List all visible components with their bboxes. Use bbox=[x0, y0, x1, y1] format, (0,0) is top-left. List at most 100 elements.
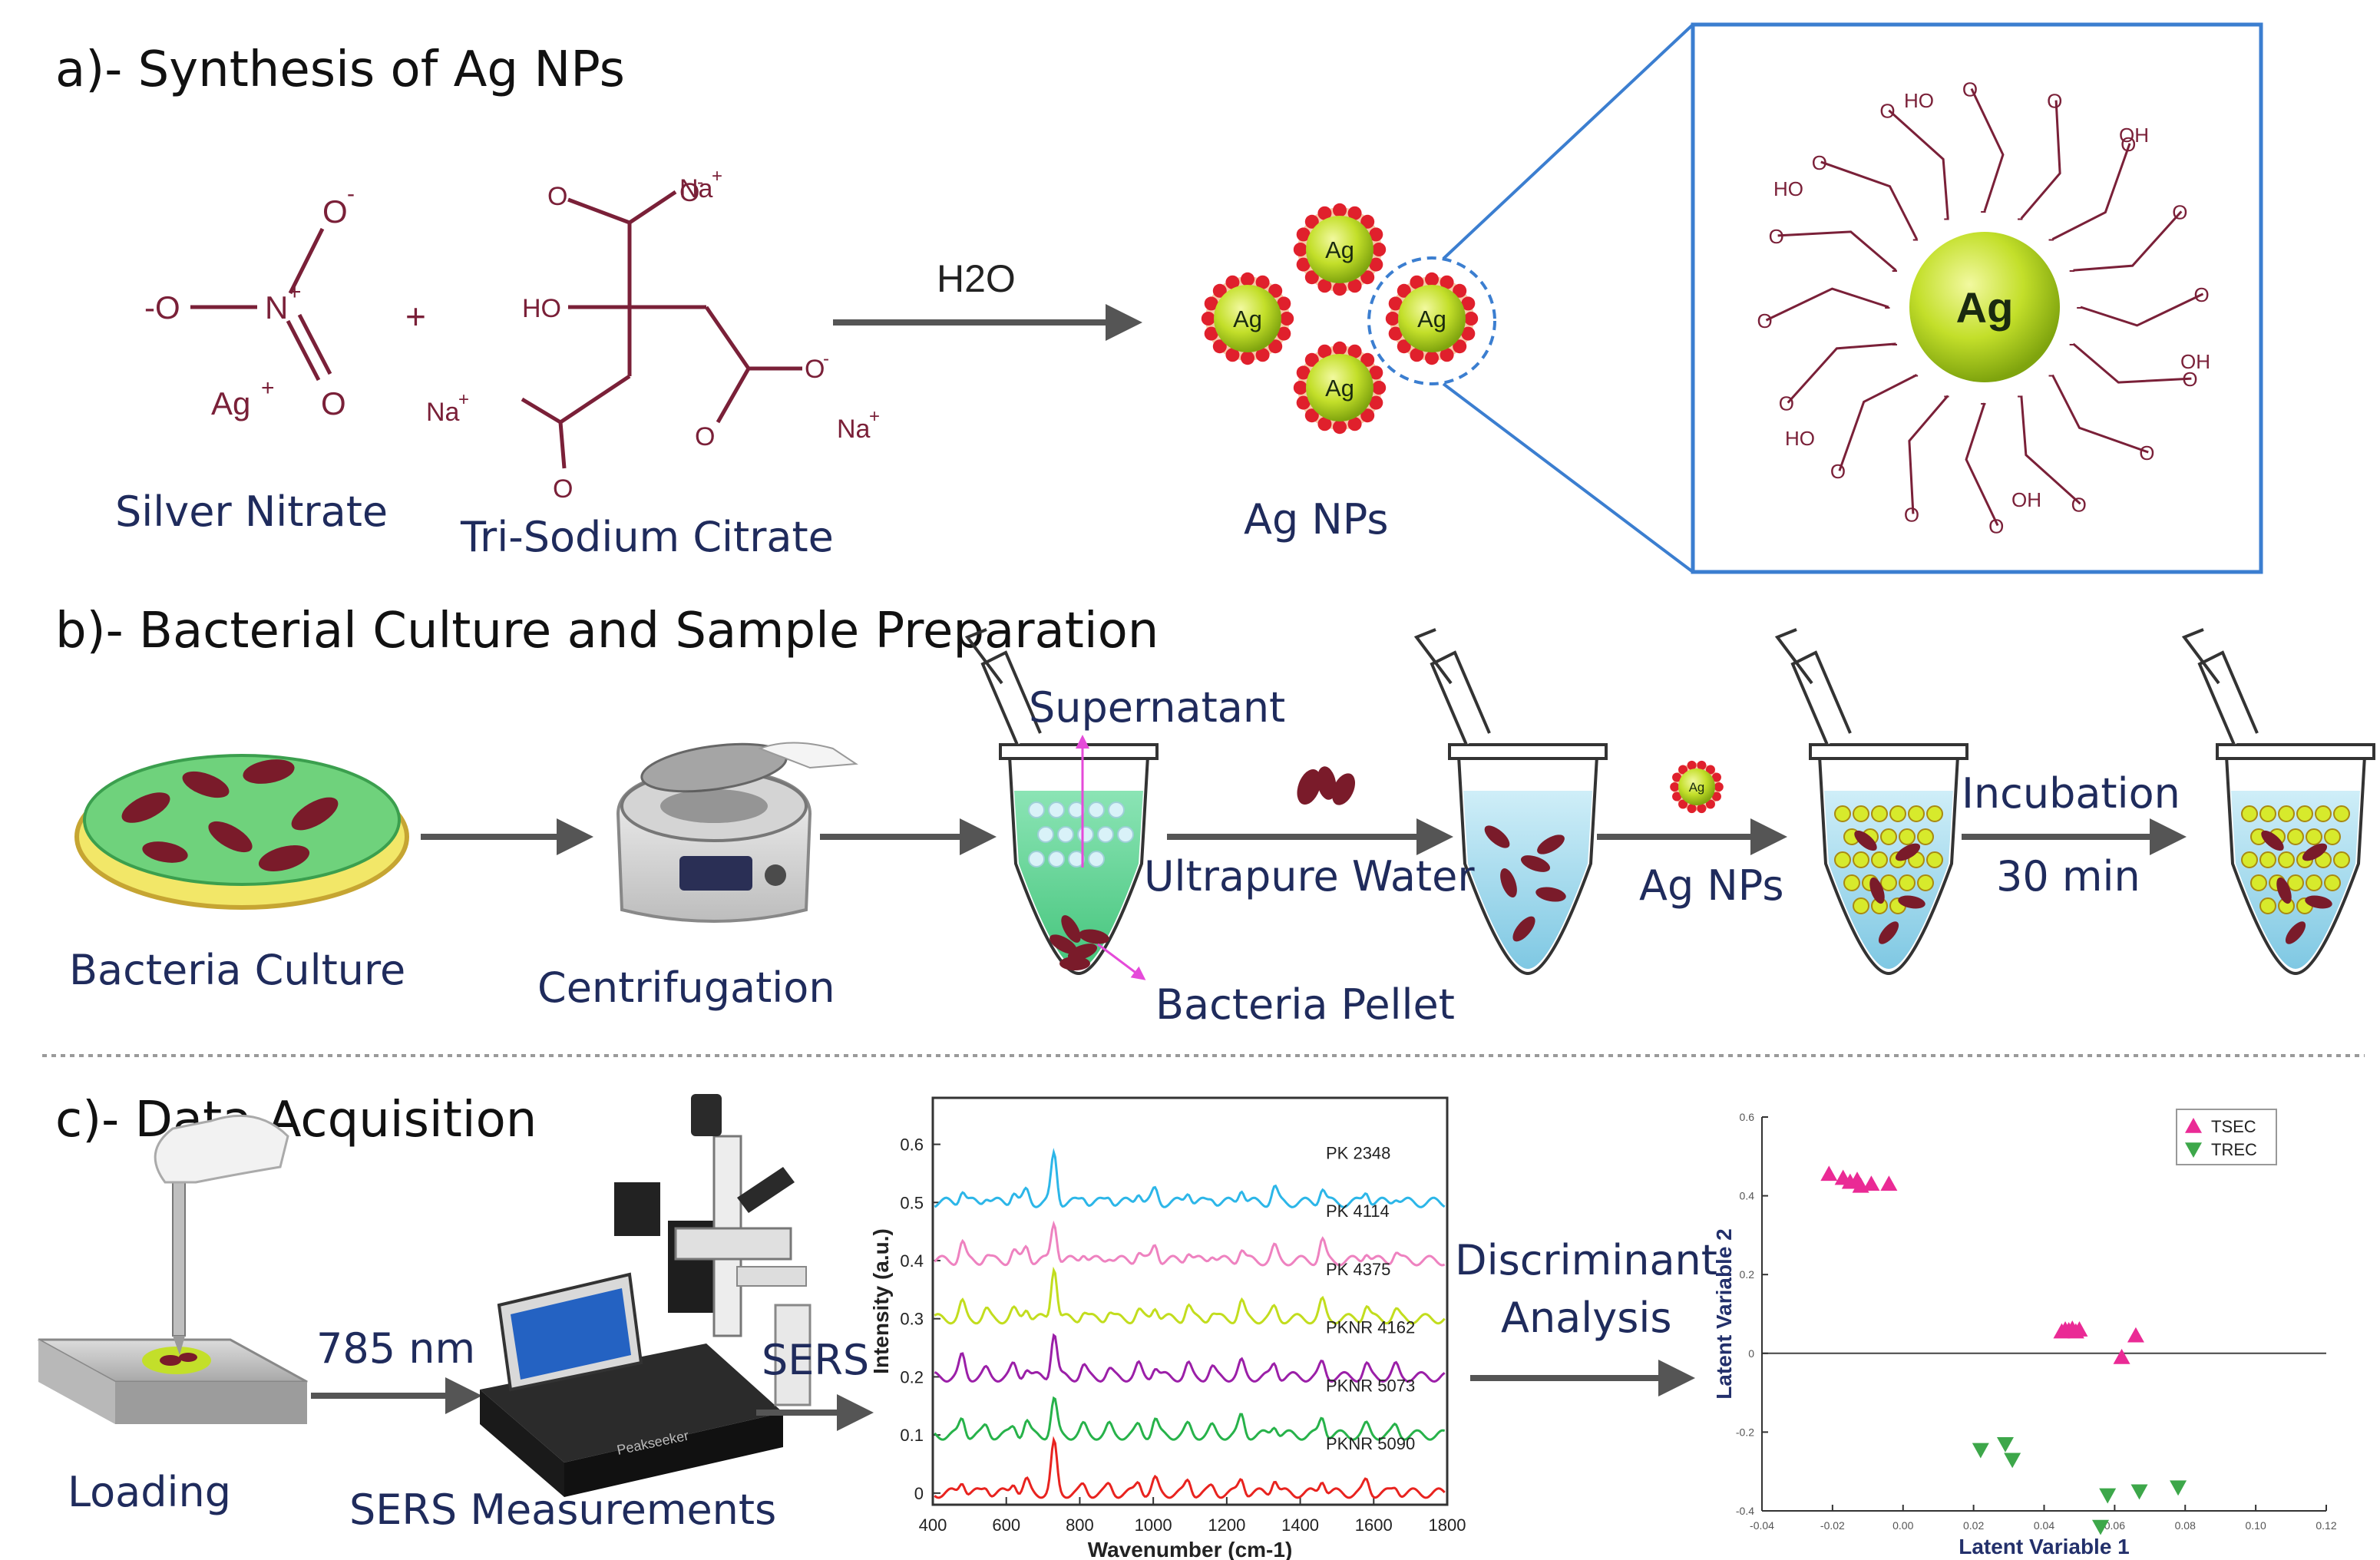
bacterium bbox=[1520, 855, 1551, 872]
nanoparticle-dot bbox=[2324, 828, 2341, 845]
citrate-charge: - bbox=[1943, 383, 1950, 406]
nanoparticle-dot bbox=[1871, 851, 1888, 868]
nanoparticle-dot bbox=[1880, 874, 1897, 891]
x-tick-label: 1200 bbox=[1208, 1515, 1245, 1535]
nanoparticle-dot bbox=[1899, 828, 1916, 845]
citrate-o-3: O bbox=[553, 474, 573, 504]
x-tick-label: 0.02 bbox=[1963, 1519, 1984, 1532]
citrate-na-top-charge: + bbox=[712, 166, 722, 187]
x-tick-label: 600 bbox=[992, 1515, 1020, 1535]
citrate-bond bbox=[2051, 374, 2149, 454]
bacterium bbox=[2261, 830, 2284, 851]
laser-label: 785 nm bbox=[316, 1324, 475, 1373]
agnp-particle: Ag bbox=[1293, 203, 1387, 296]
citrate-bond bbox=[1777, 230, 1897, 272]
citrate-charge: - bbox=[2068, 258, 2075, 281]
loading-label: Loading bbox=[68, 1468, 231, 1516]
zoom-marker-circle bbox=[1367, 256, 1496, 385]
citrate-bond bbox=[1908, 395, 1949, 514]
bead bbox=[1028, 801, 1045, 818]
bacterium bbox=[2276, 877, 2292, 904]
citrate-bond bbox=[1888, 109, 1949, 219]
nitrate-o-top-charge: - bbox=[347, 181, 355, 207]
nanoparticle-dot bbox=[2287, 828, 2304, 845]
x-axis-title: Wavenumber (cm-1) bbox=[1088, 1538, 1293, 1560]
citrate-minus-1: - bbox=[697, 172, 703, 193]
series-label: PKNR 5073 bbox=[1326, 1376, 1415, 1395]
bead bbox=[1037, 826, 1054, 843]
x-tick-label: 400 bbox=[919, 1515, 947, 1535]
agnp-particle: Ag bbox=[1385, 272, 1479, 365]
bead bbox=[1048, 851, 1065, 868]
citrate-oxygen: O bbox=[2047, 90, 2062, 113]
scatter-point bbox=[2092, 1519, 2109, 1535]
y-tick-label: 0.3 bbox=[900, 1310, 924, 1329]
nitrate-n-charge: + bbox=[288, 279, 302, 305]
nanoparticle-dot bbox=[2241, 851, 2258, 868]
citrate-oxygen: O bbox=[2193, 283, 2209, 306]
spectrum-line bbox=[934, 1266, 1446, 1325]
citrate-oxygen: O bbox=[2172, 200, 2187, 223]
nitrate-o-left: -O bbox=[144, 289, 180, 326]
citrate-na-left-charge: + bbox=[458, 389, 469, 410]
bacterium bbox=[1067, 944, 1098, 960]
panel-b-header: b)- Bacterial Culture and Sample Prepara… bbox=[55, 603, 1159, 659]
nanoparticle-dot bbox=[2259, 851, 2276, 868]
agnps-label: Ag NPs bbox=[1639, 861, 1784, 910]
series-label: PKNR 5090 bbox=[1326, 1434, 1415, 1453]
nanoparticle-dot bbox=[1834, 805, 1851, 822]
sers-instrument-image: Peakseeker bbox=[480, 1094, 812, 1497]
bacterium bbox=[1500, 868, 1517, 898]
citrate-na-right: Na bbox=[837, 415, 871, 444]
agnp-label: Ag bbox=[1325, 236, 1354, 263]
water-label: Ultrapure Water bbox=[1144, 852, 1475, 901]
nanoparticle-dot bbox=[2333, 851, 2350, 868]
nanoparticle-dot bbox=[2333, 805, 2350, 822]
citrate-capped-particle: O-O-O-O-O-O-O-O-O-O-O-O-O-O-O-O-HOOHOHHO… bbox=[1757, 78, 2210, 538]
nitrate-ag: Ag bbox=[211, 385, 250, 421]
citrate-hydroxyl: OH bbox=[2119, 124, 2149, 147]
zoom-line-bottom bbox=[1442, 382, 1694, 573]
citrate-oxygen: O bbox=[1757, 309, 1773, 332]
scatter-point bbox=[2071, 1321, 2088, 1337]
pellet-label: Bacteria Pellet bbox=[1155, 980, 1455, 1029]
nanoparticle-dot bbox=[2250, 874, 2267, 891]
y-tick-label: 0.2 bbox=[1740, 1268, 1755, 1281]
citrate-bond bbox=[1765, 287, 1889, 322]
bacterium bbox=[1050, 934, 1077, 954]
citrate-o-1: O bbox=[547, 182, 567, 211]
citrate-charge: - bbox=[1892, 258, 1899, 281]
citrate-oxygen: O bbox=[1779, 392, 1794, 415]
zoom-ag-core bbox=[1909, 232, 2060, 382]
nitrate-n: N bbox=[265, 289, 288, 326]
y-tick-label: 0.6 bbox=[1740, 1111, 1755, 1123]
scatter-point bbox=[2127, 1327, 2144, 1343]
microtube-water bbox=[1413, 628, 1608, 976]
citrate-oxygen: O bbox=[2182, 368, 2197, 391]
scatter-point bbox=[1972, 1443, 1989, 1459]
bead bbox=[1088, 851, 1105, 868]
agnp-icon: Ag bbox=[1670, 760, 1724, 814]
citrate-minus-2: - bbox=[823, 349, 829, 369]
spectrum-line bbox=[934, 1148, 1446, 1208]
panel-c: c)- Data Acquisition Loading 785 nm bbox=[38, 1092, 2337, 1560]
bead bbox=[1068, 851, 1085, 868]
zoom-line-top bbox=[1442, 23, 1694, 260]
nanoparticle-dot bbox=[1917, 828, 1934, 845]
x-tick-label: 0.00 bbox=[1892, 1519, 1913, 1532]
citrate-bond bbox=[2051, 143, 2131, 240]
x-tick-label: 1400 bbox=[1281, 1515, 1319, 1535]
nitrate-o-bottom: O bbox=[321, 385, 346, 421]
agnp-particle: Ag bbox=[1201, 272, 1294, 365]
citrate-o-minus-1: O bbox=[679, 178, 699, 207]
nanoparticle-dot bbox=[1899, 874, 1916, 891]
y-tick-label: 0.2 bbox=[900, 1367, 924, 1386]
y-tick-label: -0.2 bbox=[1736, 1426, 1754, 1438]
nanoparticle-dot bbox=[1853, 805, 1869, 822]
product-label: Ag NPs bbox=[1244, 495, 1389, 544]
citrate-na-top: Na bbox=[679, 174, 713, 203]
